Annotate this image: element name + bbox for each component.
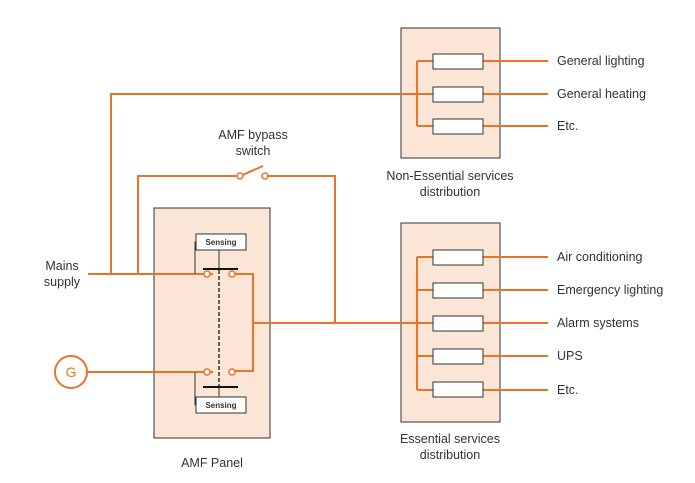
breaker-ups [432,348,484,365]
mains-to-non-essential-wire [110,93,417,274]
generator-symbol: G [66,364,77,380]
circuit-label: Emergency lighting [557,283,663,297]
circuit-label: Air conditioning [557,250,643,264]
circuit-label: General heating [557,87,646,101]
bypass-right-wire [265,175,336,323]
breaker-non-essential-etc [432,118,484,135]
mains-contact-left [203,270,211,278]
sensing-bottom-label: Sensing [205,401,236,410]
breaker-general-heating [432,86,484,103]
breaker-emergency-lighting [432,282,484,299]
non-essential-label-2: distribution [420,185,480,199]
bypass-contact-right [261,172,269,180]
sensing-box-top [195,233,247,251]
generator-icon [54,355,88,389]
sensing-top-label: Sensing [205,238,236,247]
circuit-label: Alarm systems [557,316,639,330]
breaker-general-lighting [432,53,484,70]
bypass-contact-left [236,172,244,180]
circuit-label: Etc. [557,119,579,133]
mains-supply-label-1: Mains [45,259,78,273]
essential-label-1: Essential services [400,432,500,446]
circuit-label: Etc. [557,383,579,397]
gen-contact-left [203,368,211,376]
breaker-air-conditioning [432,249,484,266]
breaker-essential-etc [432,381,484,398]
bypass-switch-label-1: AMF bypass [218,128,287,142]
mains-contact-right [228,270,236,278]
circuit-label: General lighting [557,54,645,68]
bypass-switch-label-2: switch [236,144,271,158]
mains-supply-label-2: supply [44,275,81,289]
bypass-left-wire [137,175,240,274]
circuit-label: UPS [557,349,583,363]
sensing-box-bottom [195,396,247,414]
breaker-alarm-systems [432,315,484,332]
amf-panel-label: AMF Panel [181,456,243,470]
essential-label-2: distribution [420,448,480,462]
bypass-switch-blade [239,165,264,177]
gen-contact-right [228,368,236,376]
non-essential-label-1: Non-Essential services [386,169,513,183]
